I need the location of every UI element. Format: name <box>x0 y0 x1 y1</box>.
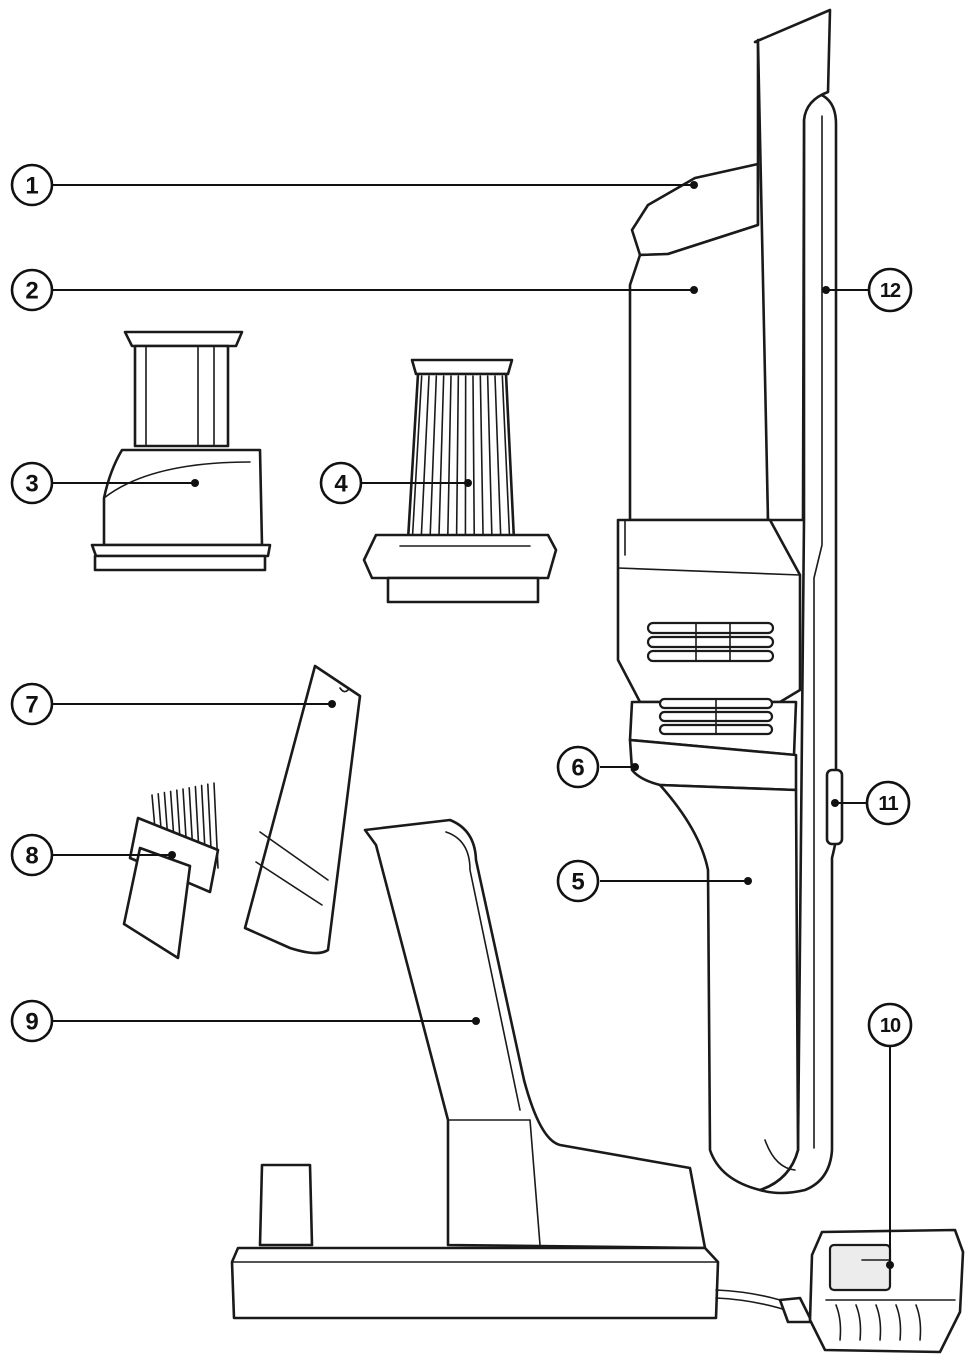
callout-8-label: 8 <box>25 843 38 870</box>
charger-rib <box>895 1304 902 1341</box>
callout-5: 5 <box>556 859 600 903</box>
callout-1-label: 1 <box>25 173 38 200</box>
callout-11-label: 11 <box>878 793 898 815</box>
callout-1: 1 <box>10 163 54 207</box>
filter-pleat <box>429 375 438 539</box>
part-charger <box>778 1228 965 1354</box>
part-cyclone <box>90 330 272 572</box>
part-crevice-tool <box>243 664 362 955</box>
charger-rib <box>875 1304 882 1341</box>
callout-2: 2 <box>10 268 54 312</box>
callout-3: 3 <box>10 461 54 505</box>
filter-pleat <box>472 375 476 539</box>
callout-11: 11 <box>865 780 911 826</box>
filter-pleat <box>411 375 423 539</box>
callout-9: 9 <box>10 999 54 1043</box>
callout-4-label: 4 <box>334 471 348 498</box>
leader-lines <box>53 181 894 1269</box>
part-handle <box>658 783 800 1192</box>
filter-pleat <box>455 375 460 539</box>
filter-pleat <box>494 375 502 539</box>
filter-pleat <box>501 375 511 539</box>
release-button <box>825 768 844 846</box>
charger-rib <box>915 1304 922 1341</box>
part-main-body <box>616 8 832 1192</box>
callout-12: 12 <box>867 267 913 313</box>
callout-2-label: 2 <box>25 278 38 305</box>
callout-10-label: 10 <box>880 1015 901 1037</box>
callout-12-label: 12 <box>880 280 901 302</box>
callout-8: 8 <box>10 833 54 877</box>
charger-rib <box>855 1304 862 1341</box>
filter-pleat <box>446 375 452 539</box>
part-wand <box>758 90 844 1195</box>
filter-pleat <box>420 375 430 539</box>
part-filter <box>362 358 558 604</box>
callout-7: 7 <box>10 682 54 726</box>
callout-6: 6 <box>556 745 600 789</box>
part-charging-stand <box>230 818 796 1320</box>
callout-6-label: 6 <box>571 755 584 782</box>
callout-7-label: 7 <box>25 692 38 719</box>
filter-pleat <box>479 375 484 539</box>
filter-pleat <box>438 375 445 539</box>
callout-3-label: 3 <box>25 471 38 498</box>
part-brush <box>122 782 220 960</box>
callout-10: 10 <box>867 1002 913 1048</box>
charger-rib <box>835 1304 842 1341</box>
callout-4: 4 <box>319 461 363 505</box>
callout-9-label: 9 <box>25 1009 38 1036</box>
callout-5-label: 5 <box>571 869 584 896</box>
filter-pleat <box>486 375 493 539</box>
